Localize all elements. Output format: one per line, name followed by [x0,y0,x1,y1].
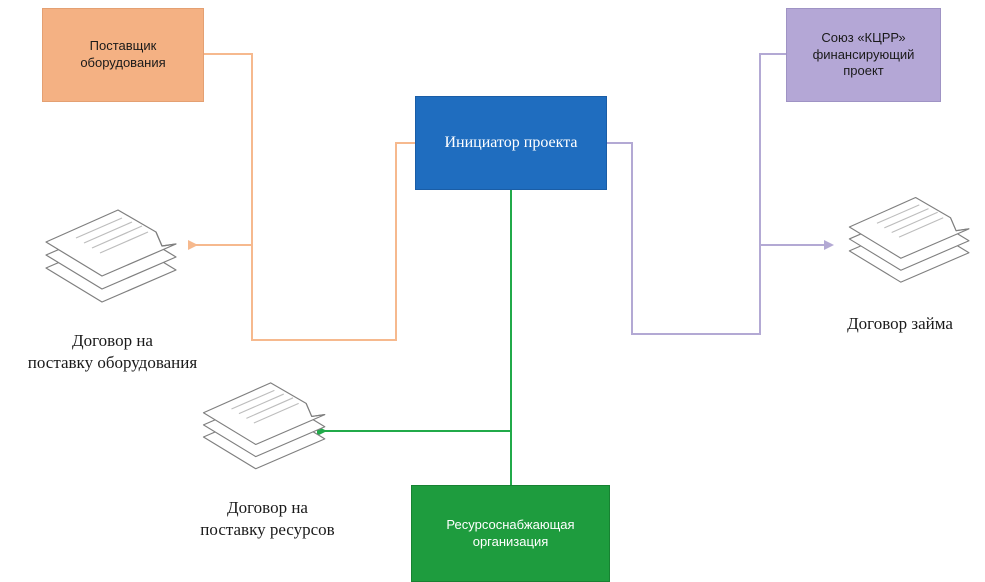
kcrr-union-node[interactable]: Союз «КЦРР» финансирующий проект [786,8,941,102]
supplier-connector [188,53,415,341]
equipment-supplier-node[interactable]: Поставщик оборудования [42,8,204,102]
document-stack-icon [45,209,177,303]
equipment-contract-label: Договор на поставку оборудования [27,331,198,373]
loan-contract-label: Договор займа [847,314,953,333]
resource-supply-org-label: Ресурсоснабжающая организация [446,516,575,549]
kcrr-union-label: Союз «КЦРР» финансирующий проект [812,29,915,79]
resource-supply-org-node[interactable]: Ресурсоснабжающая организация [411,485,610,582]
project-initiator-node[interactable]: Инициатор проекта [415,96,607,190]
union-connector [607,53,834,335]
resource-contract-label: Договор на поставку ресурсов [200,498,335,540]
resource-connector [317,190,512,485]
project-initiator-label: Инициатор проекта [444,133,578,151]
document-stack-icon [202,382,326,470]
document-stack-icon [848,196,970,283]
equipment-supplier-label: Поставщик оборудования [80,38,166,70]
